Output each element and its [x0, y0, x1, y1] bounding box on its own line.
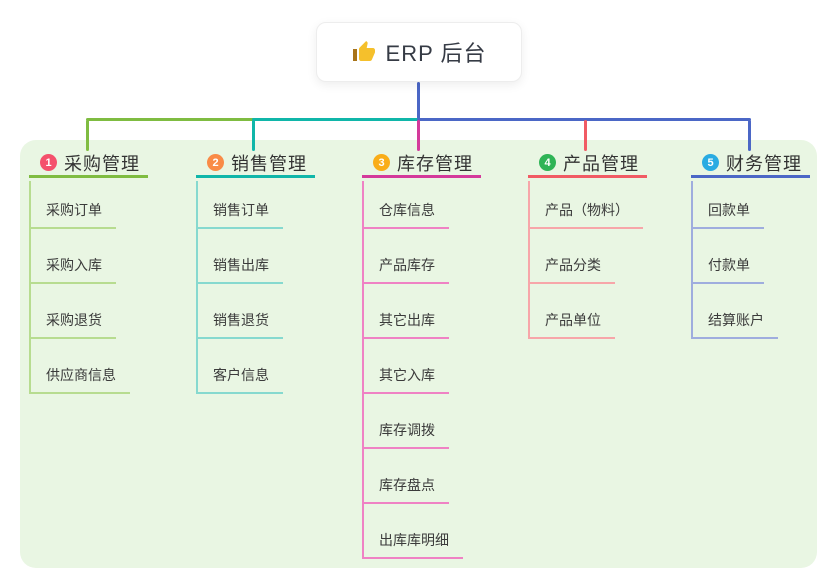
child-node[interactable]: 采购入库: [31, 229, 116, 284]
branch-node-1[interactable]: 1 采购管理: [29, 150, 148, 178]
child-node-label: 销售出库: [213, 257, 269, 273]
branch-badge-icon: 4: [539, 154, 556, 171]
branch-title: 库存管理: [397, 153, 473, 174]
branch-children: 采购订单采购入库采购退货供应商信息: [29, 181, 130, 394]
child-node-label: 产品单位: [545, 312, 601, 328]
child-node-label: 出库库明细: [379, 532, 449, 548]
branch-children: 仓库信息产品库存其它出库其它入库库存调拨库存盘点出库库明细: [362, 181, 463, 559]
child-node[interactable]: 回款单: [693, 181, 764, 229]
root-node-erp[interactable]: ERP 后台: [316, 22, 522, 82]
child-node[interactable]: 产品分类: [530, 229, 615, 284]
branch-drop-line-1: [86, 120, 89, 151]
branch-badge-icon: 5: [702, 154, 719, 171]
branch-badge-icon: 3: [373, 154, 390, 171]
root-connector-line: [417, 82, 420, 119]
branch-children: 回款单付款单结算账户: [691, 181, 778, 339]
branch-title: 采购管理: [64, 153, 140, 174]
child-node[interactable]: 供应商信息: [31, 339, 130, 394]
child-node[interactable]: 产品单位: [530, 284, 615, 339]
thumbs-up-icon: [352, 40, 376, 64]
child-node-label: 结算账户: [708, 312, 764, 328]
child-node[interactable]: 库存调拨: [364, 394, 449, 449]
child-node-label: 库存盘点: [379, 477, 435, 493]
branch-node-5[interactable]: 5 财务管理: [691, 150, 810, 178]
bar-segment-3: [417, 118, 751, 121]
child-node-label: 库存调拨: [379, 422, 435, 438]
child-node[interactable]: 其它入库: [364, 339, 449, 394]
branch-node-4[interactable]: 4 产品管理: [528, 150, 647, 178]
child-node-label: 产品（物料）: [545, 202, 629, 218]
branch-title: 财务管理: [726, 153, 802, 174]
child-node[interactable]: 产品库存: [364, 229, 449, 284]
branch-drop-line-3: [417, 120, 420, 151]
child-node[interactable]: 采购退货: [31, 284, 116, 339]
child-node[interactable]: 库存盘点: [364, 449, 449, 504]
bar-segment-1: [86, 118, 255, 121]
child-node-label: 其它出库: [379, 312, 435, 328]
branch-badge-icon: 1: [40, 154, 57, 171]
child-node-label: 其它入库: [379, 367, 435, 383]
child-node-label: 供应商信息: [46, 367, 116, 383]
branch-children: 产品（物料） 产品分类产品单位: [528, 181, 643, 339]
child-node-label: 仓库信息: [379, 202, 435, 218]
child-node[interactable]: 付款单: [693, 229, 764, 284]
child-node-label: 采购退货: [46, 312, 102, 328]
branch-node-2[interactable]: 2 销售管理: [196, 150, 315, 178]
child-node[interactable]: 销售订单: [198, 181, 283, 229]
child-node-label: 客户信息: [213, 367, 269, 383]
child-node-label: 销售订单: [213, 202, 269, 218]
child-node[interactable]: 销售退货: [198, 284, 283, 339]
child-node[interactable]: 采购订单: [31, 181, 116, 229]
child-node[interactable]: 仓库信息: [364, 181, 449, 229]
branch-title: 销售管理: [231, 153, 307, 174]
child-node-label: 销售退货: [213, 312, 269, 328]
child-node-label: 付款单: [708, 257, 750, 273]
branch-badge-icon: 2: [207, 154, 224, 171]
branch-drop-line-2: [252, 120, 255, 151]
bar-segment-2: [252, 118, 420, 121]
child-node[interactable]: 客户信息: [198, 339, 283, 394]
child-node-label: 采购订单: [46, 202, 102, 218]
branch-node-3[interactable]: 3 库存管理: [362, 150, 481, 178]
branch-drop-line-4: [584, 120, 587, 151]
child-node-label: 采购入库: [46, 257, 102, 273]
child-node-label: 回款单: [708, 202, 750, 218]
child-node[interactable]: 产品（物料）: [530, 181, 643, 229]
branch-title: 产品管理: [563, 153, 639, 174]
child-node[interactable]: 结算账户: [693, 284, 778, 339]
branches-panel: [20, 140, 817, 568]
child-node[interactable]: 销售出库: [198, 229, 283, 284]
root-node-label: ERP 后台: [385, 41, 487, 66]
child-node-label: 产品分类: [545, 257, 601, 273]
child-node[interactable]: 其它出库: [364, 284, 449, 339]
branch-children: 销售订单销售出库销售退货客户信息: [196, 181, 283, 394]
child-node[interactable]: 出库库明细: [364, 504, 463, 559]
branch-drop-line-5: [748, 120, 751, 151]
child-node-label: 产品库存: [379, 257, 435, 273]
